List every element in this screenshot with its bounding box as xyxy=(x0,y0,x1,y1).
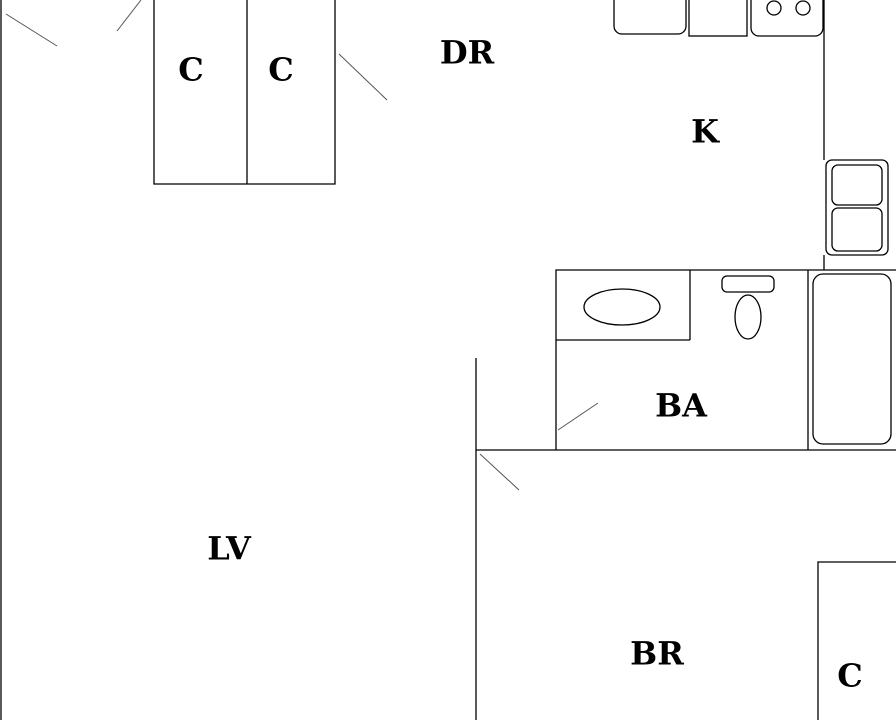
bathroom-sink xyxy=(583,288,661,326)
stove-burner-right xyxy=(795,0,811,16)
kitchen-label: K xyxy=(691,113,720,151)
closet-left-label: C xyxy=(178,51,203,89)
living-room-label: LV xyxy=(207,530,252,568)
kitchen-cabinet xyxy=(688,0,748,37)
toilet-tank xyxy=(721,275,775,293)
bedroom-walls xyxy=(475,358,896,720)
door-swings-top xyxy=(5,0,388,101)
bathroom-label: BA xyxy=(655,387,708,425)
kitchen-appliance-right xyxy=(825,159,889,256)
closet-pair xyxy=(153,0,336,185)
toilet-bowl xyxy=(734,294,762,340)
closet-bedroom-label: C xyxy=(837,657,862,695)
kitchen-counter xyxy=(613,0,824,37)
bathroom xyxy=(555,269,896,450)
bathtub xyxy=(812,273,892,445)
outer-walls xyxy=(0,0,825,720)
closet-right-label: C xyxy=(268,51,293,89)
kitchen-stove xyxy=(750,0,824,37)
bedroom-label: BR xyxy=(630,635,684,673)
kitchen-sink xyxy=(613,0,687,35)
dining-room-label: DR xyxy=(440,34,495,72)
stove-burner-left xyxy=(766,0,782,16)
